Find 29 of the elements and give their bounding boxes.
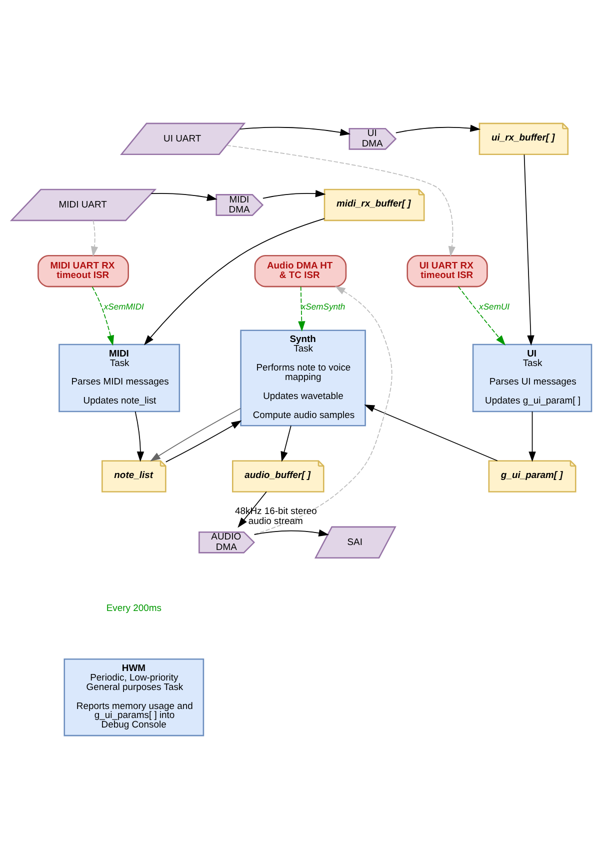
arrow: [364, 404, 498, 461]
edge-label: xSemUI: [479, 301, 510, 312]
arrow: [150, 192, 218, 200]
arrow: [524, 154, 534, 346]
node-box: HWM Periodic, Low-priority General purposes Task Reports memory usage and g_ui_params[ ] into Debug Console: [64, 658, 204, 736]
node-box: Audio DMA HT & TC ISR: [254, 254, 347, 287]
arrow: [298, 286, 306, 332]
label: Every 200ms: [106, 602, 162, 614]
arrow: [528, 410, 536, 462]
node-box: MIDI Task Parses MIDI messages Updates note_list: [58, 343, 180, 412]
arrow: [254, 286, 392, 534]
node-box: UI Task Parses UI messages Updates g_ui_param[ ]: [472, 343, 592, 412]
arrow: [150, 407, 242, 461]
arrow: [226, 144, 456, 256]
node-box: Synth Task Performs note to voice mapping Updates wavetable Compute audio samples: [240, 329, 366, 426]
arrow: [262, 189, 326, 198]
arrow: [280, 424, 292, 462]
arrow: [165, 420, 242, 462]
edge-label: xSemMIDI: [104, 301, 144, 312]
arrow: [254, 528, 330, 536]
arrow: [144, 218, 325, 345]
arrow: [458, 286, 506, 345]
arrow: [134, 410, 144, 462]
arrow: [92, 286, 114, 346]
arrow: [90, 220, 98, 256]
node-box: UI UART RX timeout ISR: [406, 254, 488, 287]
arrow: [395, 124, 481, 133]
node-box: MIDI UART RX timeout ISR: [38, 254, 129, 287]
arrow: [239, 126, 351, 136]
